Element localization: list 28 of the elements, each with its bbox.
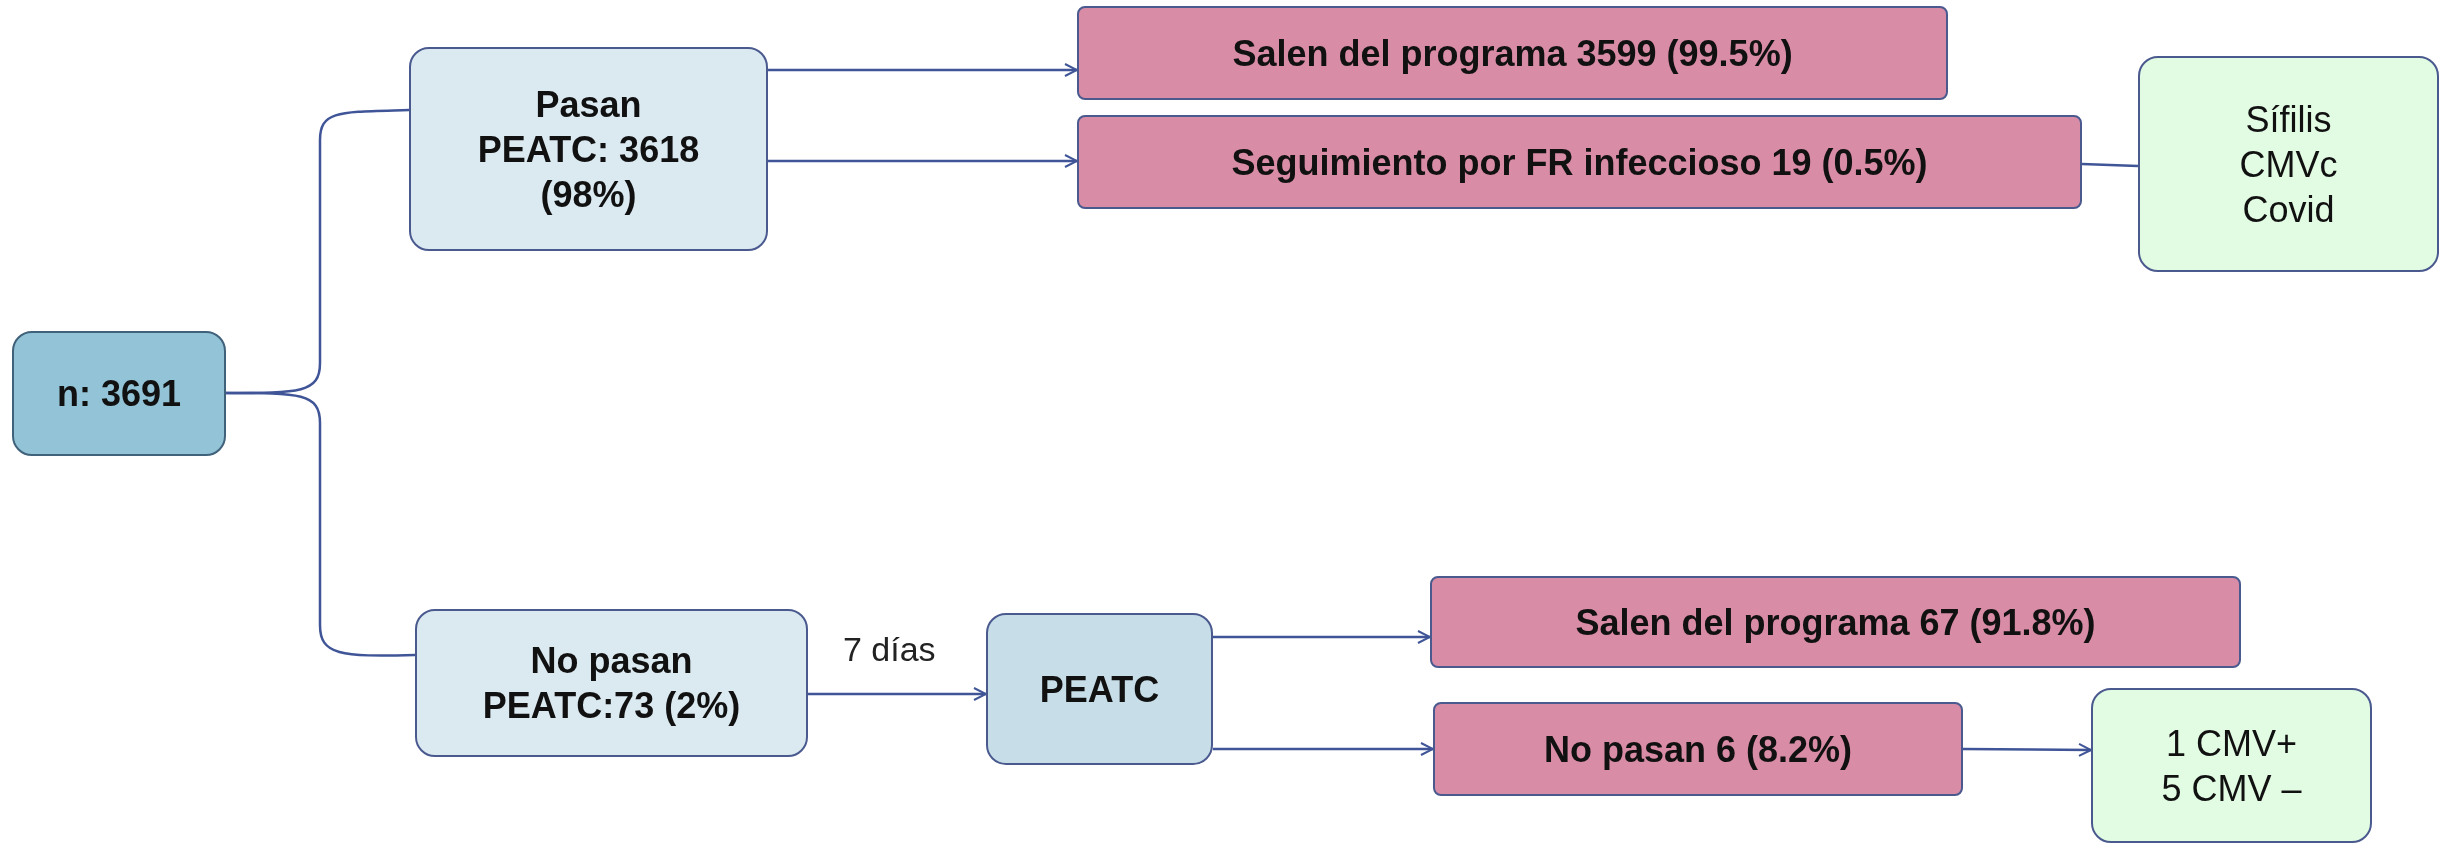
box-text: 1 CMV+ 5 CMV – [2160,721,2303,811]
arrow [1963,742,2092,757]
flow-box [1433,702,1963,796]
arrow [768,63,1078,77]
arrow [1213,630,1431,644]
flow-box [409,47,768,251]
box-text: No pasan 6 (8.2%) [1543,727,1853,772]
flow-box [1077,115,2082,209]
arrow [1213,742,1434,756]
connector-line [226,391,416,657]
flow-box [1077,6,1948,100]
box-text: Pasan PEATC: 3618 (98%) [476,82,701,217]
connector-line [2081,162,2139,168]
box-text: Salen del programa 67 (91.8%) [1575,600,2096,645]
box-text: PEATC [1039,667,1160,712]
arrow [768,154,1078,168]
arrow [808,687,987,701]
box-text: No pasan PEATC:73 (2%) [481,639,742,728]
box-text: Salen del programa 3599 (99.5%) [1232,31,1793,76]
box-text: Seguimiento por FR infeccioso 19 (0.5%) [1231,140,1928,185]
flow-box [2091,688,2372,843]
flow-box [1430,576,2241,668]
flow-box [12,331,226,456]
box-text: n: 3691 [56,372,182,416]
flow-box [2138,56,2439,272]
flow-box [415,609,808,757]
flow-box [986,613,1213,765]
box-text: Sífilis CMVc Covid [2238,97,2339,232]
